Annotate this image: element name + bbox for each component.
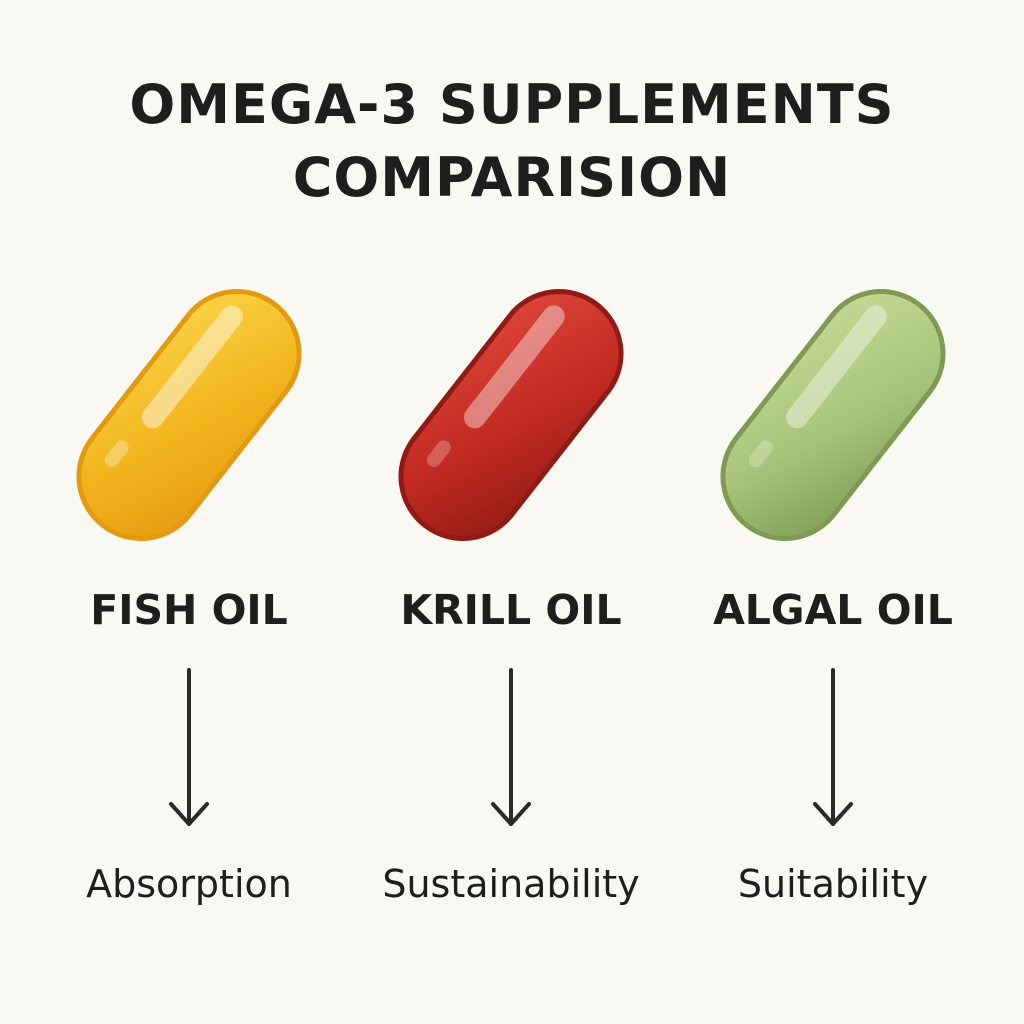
fish-oil-capsule-icon	[69, 280, 309, 550]
capsule-highlight	[141, 305, 243, 429]
krill-oil-capsule-icon	[391, 280, 631, 550]
capsule-highlight-small	[748, 440, 773, 468]
down-arrow-icon	[803, 668, 863, 830]
attribute-label: Absorption	[86, 862, 292, 906]
capsule-graphic	[76, 289, 302, 541]
capsule-label: FISH OIL	[90, 586, 288, 634]
column-krill-oil: KRILL OIL Sustainability	[341, 0, 681, 1024]
column-algal-oil: ALGAL OIL Suitability	[663, 0, 1003, 1024]
title-line-1: OMEGA-3 SUPPLEMENTS	[129, 73, 895, 136]
capsule-body	[720, 289, 946, 541]
capsule-highlight-small	[426, 440, 451, 468]
attribute-label: Sustainability	[382, 862, 640, 906]
column-fish-oil: FISH OIL Absorption	[19, 0, 359, 1024]
capsule-label: KRILL OIL	[400, 586, 622, 634]
capsule-graphic	[720, 289, 946, 541]
capsule-graphic	[398, 289, 624, 541]
capsule-label: ALGAL OIL	[713, 586, 953, 634]
capsule-body	[76, 289, 302, 541]
down-arrow-icon	[481, 668, 541, 830]
title-line-2: COMPARISION	[292, 146, 732, 209]
algal-oil-capsule-icon	[713, 280, 953, 550]
attribute-label: Suitability	[737, 862, 929, 906]
capsule-body	[398, 289, 624, 541]
capsule-highlight	[785, 305, 887, 429]
capsule-highlight	[463, 305, 565, 429]
capsule-highlight-small	[104, 440, 129, 468]
down-arrow-icon	[159, 668, 219, 830]
